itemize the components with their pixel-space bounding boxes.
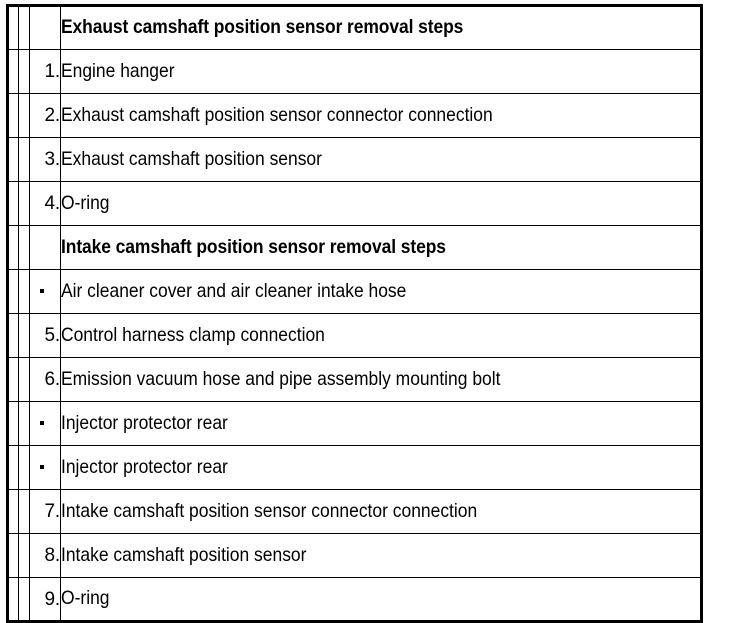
step-number-cell: 8. — [29, 533, 61, 578]
table-row: Injector protector rear — [7, 445, 702, 490]
step-description-text: Injector protector rear — [61, 411, 228, 434]
table-row: 9.O-ring — [7, 577, 702, 622]
row-spacer-cell-a — [7, 269, 19, 314]
step-number-cell: 3. — [29, 137, 61, 182]
row-spacer-cell-b — [18, 5, 30, 50]
step-description-text: Exhaust camshaft position sensor — [61, 147, 322, 170]
step-bullet-cell — [29, 269, 61, 314]
step-description-cell: Injector protector rear — [60, 445, 702, 490]
row-spacer-cell-a — [7, 445, 19, 490]
table-row: 4.O-ring — [7, 181, 702, 226]
step-description-cell: Engine hanger — [60, 49, 702, 94]
row-spacer-cell-a — [7, 577, 19, 622]
step-description-cell: Emission vacuum hose and pipe assembly m… — [60, 357, 702, 402]
row-spacer-cell-b — [18, 489, 30, 534]
step-description-cell: O-ring — [60, 181, 702, 226]
step-description-text: Injector protector rear — [61, 455, 228, 478]
step-description-cell: Exhaust camshaft position sensor — [60, 137, 702, 182]
row-spacer-cell-b — [18, 49, 30, 94]
row-spacer-cell-a — [7, 313, 19, 358]
bullet-point-icon — [40, 420, 44, 425]
step-description-text: Control harness clamp connection — [61, 323, 325, 346]
row-spacer-cell-b — [18, 269, 30, 314]
row-spacer-cell-b — [18, 225, 30, 270]
step-description-text: Emission vacuum hose and pipe assembly m… — [61, 367, 501, 390]
row-spacer-cell-b — [18, 313, 30, 358]
page-canvas: Exhaust camshaft position sensor removal… — [6, 4, 703, 623]
step-description-cell: Injector protector rear — [60, 401, 702, 446]
removal-steps-body: Exhaust camshaft position sensor removal… — [7, 5, 702, 622]
table-row: 6.Emission vacuum hose and pipe assembly… — [7, 357, 702, 402]
step-number-cell: 2. — [29, 93, 61, 138]
row-spacer-cell-b — [18, 445, 30, 490]
table-row: Air cleaner cover and air cleaner intake… — [7, 269, 702, 314]
section-header-label: Intake camshaft position sensor removal … — [60, 225, 702, 270]
step-description-text: Exhaust camshaft position sensor removal… — [61, 16, 464, 39]
row-spacer-cell-a — [7, 181, 19, 226]
row-spacer-cell-b — [18, 181, 30, 226]
row-spacer-cell-a — [7, 489, 19, 534]
step-description-text: Engine hanger — [61, 59, 175, 82]
step-description-cell: Air cleaner cover and air cleaner intake… — [60, 269, 702, 314]
step-number-cell: 7. — [29, 489, 61, 534]
row-spacer-cell-a — [7, 5, 19, 50]
step-description-cell: Intake camshaft position sensor connecto… — [60, 489, 702, 534]
row-spacer-cell-b — [18, 93, 30, 138]
step-description-text: Intake camshaft position sensor connecto… — [61, 499, 478, 522]
step-number-cell: 1. — [29, 49, 61, 94]
section-header-label: Exhaust camshaft position sensor removal… — [60, 5, 702, 50]
table-row: 7.Intake camshaft position sensor connec… — [7, 489, 702, 534]
step-number-cell: 9. — [29, 577, 61, 622]
row-spacer-cell-b — [18, 357, 30, 402]
step-bullet-cell — [29, 401, 61, 446]
step-description-cell: Control harness clamp connection — [60, 313, 702, 358]
row-spacer-cell-a — [7, 401, 19, 446]
step-description-text: Intake camshaft position sensor — [61, 543, 307, 566]
row-spacer-cell-b — [18, 533, 30, 578]
row-spacer-cell-a — [7, 93, 19, 138]
table-row: Injector protector rear — [7, 401, 702, 446]
table-section-header-row: Intake camshaft position sensor removal … — [7, 225, 702, 270]
table-row: 1.Engine hanger — [7, 49, 702, 94]
row-spacer-cell-a — [7, 533, 19, 578]
row-spacer-cell-b — [18, 401, 30, 446]
step-number-cell: 4. — [29, 181, 61, 226]
table-row: 3.Exhaust camshaft position sensor — [7, 137, 702, 182]
row-spacer-cell-b — [18, 137, 30, 182]
table-row: 2.Exhaust camshaft position sensor conne… — [7, 93, 702, 138]
step-number-cell: 5. — [29, 313, 61, 358]
step-number-cell: 6. — [29, 357, 61, 402]
row-spacer-cell-b — [18, 577, 30, 622]
table-section-header-row: Exhaust camshaft position sensor removal… — [7, 5, 702, 50]
bullet-point-icon — [40, 288, 44, 293]
step-number-cell — [29, 5, 61, 50]
step-description-cell: O-ring — [60, 577, 702, 622]
step-bullet-cell — [29, 445, 61, 490]
row-spacer-cell-a — [7, 225, 19, 270]
row-spacer-cell-a — [7, 357, 19, 402]
removal-steps-table: Exhaust camshaft position sensor removal… — [6, 4, 703, 623]
step-description-text: O-ring — [61, 587, 110, 610]
step-description-text: Intake camshaft position sensor removal … — [61, 235, 446, 258]
row-spacer-cell-a — [7, 137, 19, 182]
step-description-text: Exhaust camshaft position sensor connect… — [61, 103, 493, 126]
table-row: 8.Intake camshaft position sensor — [7, 533, 702, 578]
step-number-cell — [29, 225, 61, 270]
step-description-cell: Exhaust camshaft position sensor connect… — [60, 93, 702, 138]
table-row: 5.Control harness clamp connection — [7, 313, 702, 358]
bullet-point-icon — [40, 464, 44, 469]
step-description-cell: Intake camshaft position sensor — [60, 533, 702, 578]
step-description-text: O-ring — [61, 191, 110, 214]
row-spacer-cell-a — [7, 49, 19, 94]
step-description-text: Air cleaner cover and air cleaner intake… — [61, 279, 407, 302]
